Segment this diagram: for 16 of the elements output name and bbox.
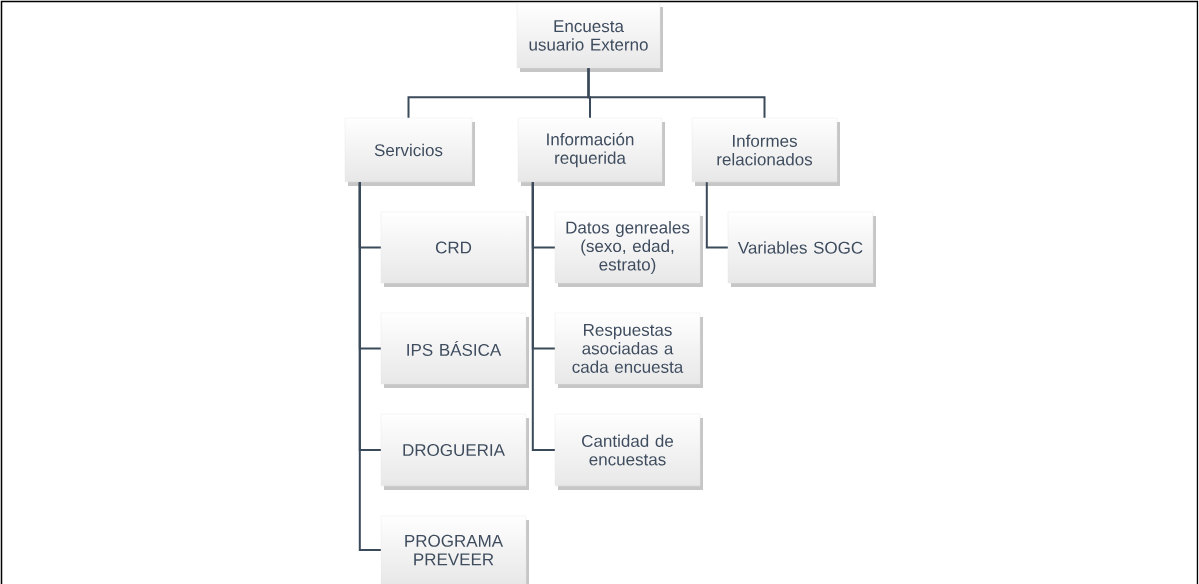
box: Cantidad de encuestas xyxy=(554,413,703,490)
box: CRD xyxy=(380,211,529,287)
box: Información requerida xyxy=(517,117,665,186)
box: Servicios xyxy=(344,117,475,186)
box: PROGRAMA PREVEER xyxy=(380,515,529,584)
box: Datos genreales (sexo, edad, estrato) xyxy=(554,211,703,287)
connector xyxy=(705,181,729,249)
box: DROGUERIA xyxy=(380,413,529,490)
box: Variables SOGC xyxy=(727,211,876,287)
box: IPS BÁSICA xyxy=(380,312,529,388)
box: Encuesta usuario Externo xyxy=(516,2,663,72)
connector xyxy=(531,181,556,451)
box: Respuestas asociadas a cada encuesta xyxy=(554,312,703,388)
connector xyxy=(358,181,382,551)
connector xyxy=(587,67,766,119)
box: Informes relacionados xyxy=(691,117,840,186)
